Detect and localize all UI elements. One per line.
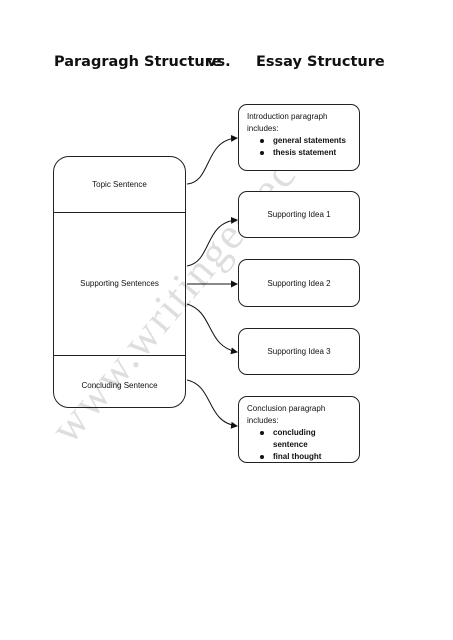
supporting-idea-3-label: Supporting Idea 3: [267, 347, 331, 356]
arrow-supporting-to-idea-3: [186, 303, 238, 355]
arrow-supporting-to-idea-1: [186, 216, 238, 267]
introduction-includes: includes:: [247, 124, 279, 133]
paragraph-box: Topic Sentence Supporting Sentences Conc…: [53, 156, 186, 408]
topic-sentence-section: Topic Sentence: [54, 157, 185, 212]
bullet-icon: [260, 431, 264, 435]
supporting-sentences-section: Supporting Sentences: [54, 213, 185, 354]
supporting-idea-2-box: Supporting Idea 2: [238, 259, 360, 307]
arrow-topic-to-introduction: [186, 134, 238, 185]
versus-label: vs.: [207, 54, 231, 70]
supporting-sentences-label: Supporting Sentences: [80, 279, 159, 288]
bullet-icon: [260, 139, 264, 143]
arrow-concluding-to-conclusion: [186, 379, 238, 429]
supporting-idea-3-box: Supporting Idea 3: [238, 328, 360, 375]
introduction-item: thesis statement: [247, 147, 351, 159]
introduction-box: Introduction paragraph includes: general…: [238, 104, 360, 171]
essay-structure-title: Essay Structure: [256, 54, 385, 70]
paragraph-divider-bottom: [54, 355, 185, 356]
paragraph-divider-top: [54, 212, 185, 213]
conclusion-item: concluding sentence: [247, 427, 351, 451]
conclusion-heading: Conclusion paragraph: [247, 404, 326, 413]
introduction-heading: Introduction paragraph: [247, 112, 328, 121]
bullet-icon: [260, 455, 264, 459]
supporting-idea-1-label: Supporting Idea 1: [267, 210, 331, 219]
conclusion-item: final thought: [247, 451, 351, 463]
conclusion-includes: includes:: [247, 416, 279, 425]
introduction-item: general statements: [247, 135, 351, 147]
topic-sentence-label: Topic Sentence: [92, 180, 147, 189]
supporting-idea-1-box: Supporting Idea 1: [238, 191, 360, 238]
paragraph-structure-title: Paragragh Structure: [54, 54, 222, 70]
bullet-icon: [260, 151, 264, 155]
supporting-idea-2-label: Supporting Idea 2: [267, 278, 331, 288]
concluding-sentence-label: Concluding Sentence: [81, 381, 158, 390]
conclusion-box: Conclusion paragraph includes: concludin…: [238, 396, 360, 463]
concluding-sentence-section: Concluding Sentence: [54, 356, 185, 408]
